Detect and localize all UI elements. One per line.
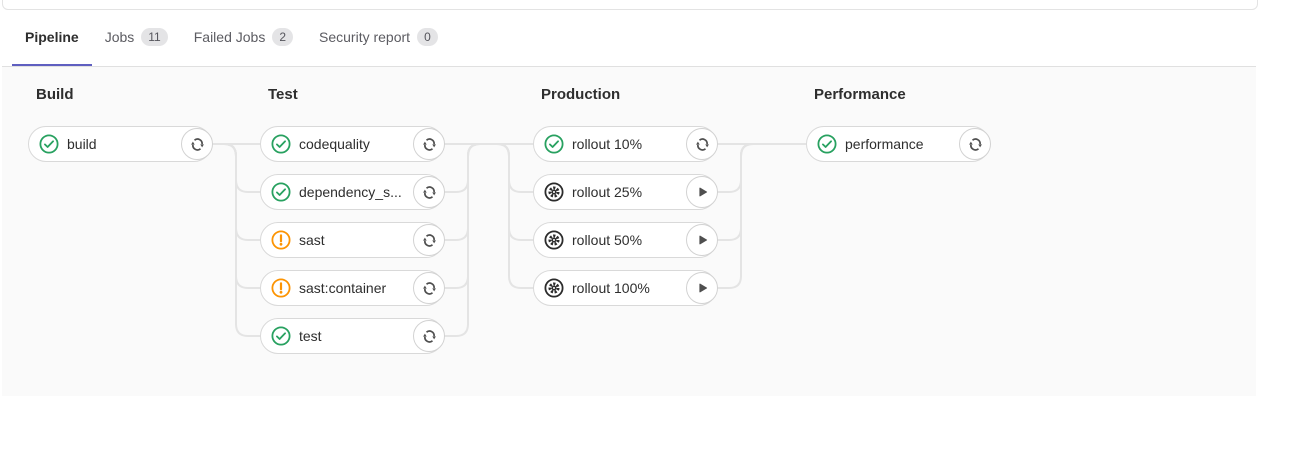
status-success-icon [543, 133, 565, 155]
status-manual-icon [543, 277, 565, 299]
job-label: dependency_s... [299, 184, 402, 200]
stage-header-test: Test [268, 86, 298, 103]
tab-failed-jobs[interactable]: Failed Jobs 2 [181, 9, 306, 67]
retry-button[interactable] [413, 320, 445, 352]
commit-card-bottom-edge [2, 0, 1258, 10]
job-pill-rollout-100[interactable]: rollout 100% [533, 270, 718, 306]
job-label: rollout 100% [572, 280, 650, 296]
play-button[interactable] [686, 272, 718, 304]
play-button[interactable] [686, 224, 718, 256]
job-pill-test[interactable]: test [260, 318, 445, 354]
job-pill-performance[interactable]: performance [806, 126, 991, 162]
tab-jobs[interactable]: Jobs 11 [92, 9, 181, 67]
status-manual-icon [543, 181, 565, 203]
status-warning-icon [270, 277, 292, 299]
job-pill-build[interactable]: build [28, 126, 213, 162]
tab-pipeline[interactable]: Pipeline [12, 9, 92, 67]
retry-button[interactable] [413, 176, 445, 208]
tab-label: Security report [319, 28, 411, 45]
status-success-icon [38, 133, 60, 155]
job-label: sast [299, 232, 325, 248]
status-success-icon [270, 133, 292, 155]
status-success-icon [816, 133, 838, 155]
job-pill-codequality[interactable]: codequality [260, 126, 445, 162]
retry-button[interactable] [959, 128, 991, 160]
job-pill-sast[interactable]: sast [260, 222, 445, 258]
tab-count-badge: 0 [417, 27, 438, 46]
tab-label: Pipeline [25, 28, 79, 45]
status-success-icon [270, 181, 292, 203]
status-warning-icon [270, 229, 292, 251]
stage-header-build: Build [36, 86, 74, 103]
job-label: rollout 10% [572, 136, 643, 152]
job-pill-rollout-10[interactable]: rollout 10% [533, 126, 718, 162]
tab-label: Jobs [104, 28, 135, 45]
stage-header-performance: Performance [814, 86, 906, 103]
retry-button[interactable] [413, 224, 445, 256]
tab-count-badge: 2 [272, 27, 294, 46]
retry-button[interactable] [413, 272, 445, 304]
status-success-icon [270, 325, 292, 347]
job-pill-rollout-25[interactable]: rollout 25% [533, 174, 718, 210]
tab-security-report[interactable]: Security report 0 [306, 9, 451, 67]
job-label: performance [845, 136, 924, 152]
tab-label: Failed Jobs [193, 28, 266, 45]
job-label: sast:container [299, 280, 387, 296]
job-pill-sast-container[interactable]: sast:container [260, 270, 445, 306]
retry-button[interactable] [181, 128, 213, 160]
job-pill-rollout-50[interactable]: rollout 50% [533, 222, 718, 258]
job-label: rollout 50% [572, 232, 643, 248]
job-label: codequality [299, 136, 370, 152]
play-button[interactable] [686, 176, 718, 208]
tab-count-badge: 11 [141, 27, 168, 46]
retry-button[interactable] [413, 128, 445, 160]
job-pill-dependency-s[interactable]: dependency_s... [260, 174, 445, 210]
tab-bar-divider [2, 66, 1256, 67]
stage-header-production: Production [541, 86, 621, 103]
job-label: rollout 25% [572, 184, 643, 200]
pipeline-tab-bar: Pipeline Jobs 11 Failed Jobs 2 Security repor… [12, 9, 451, 67]
status-manual-icon [543, 229, 565, 251]
job-label: build [67, 136, 97, 152]
retry-button[interactable] [686, 128, 718, 160]
job-label: test [299, 328, 322, 344]
